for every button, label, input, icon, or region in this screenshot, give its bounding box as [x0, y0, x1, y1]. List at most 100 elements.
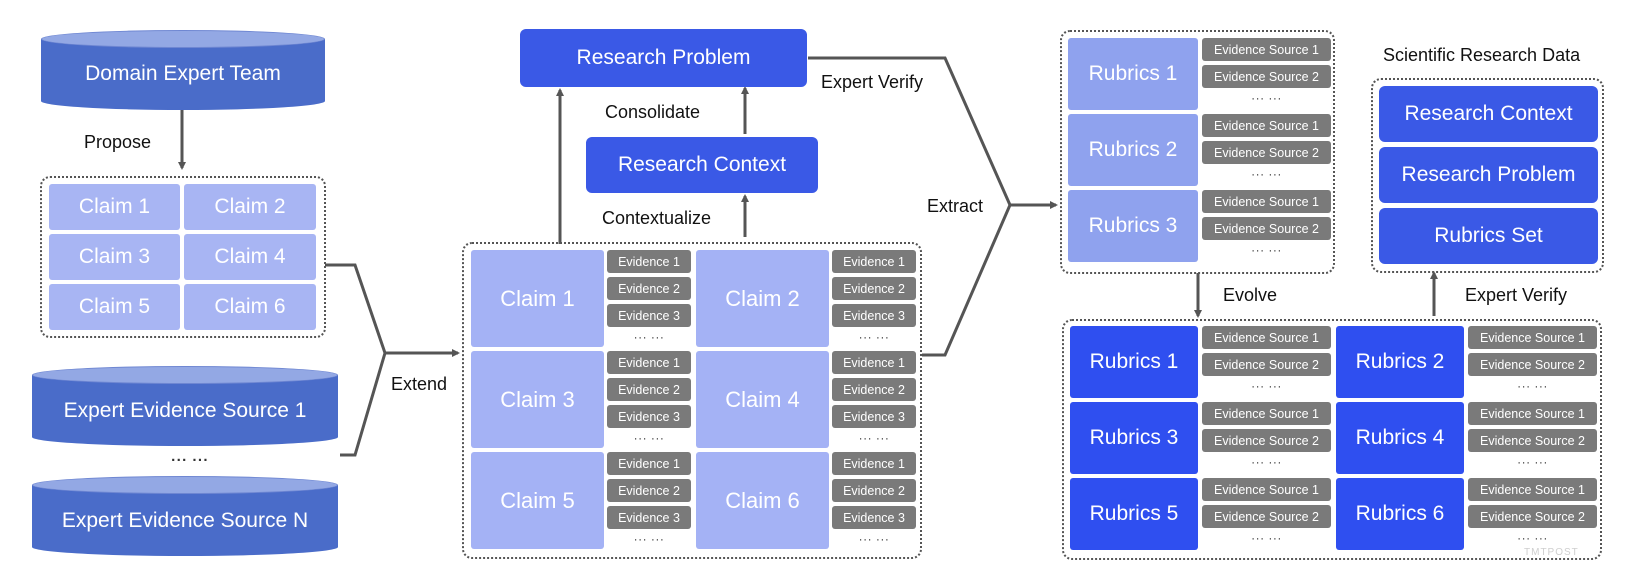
left-claim-5: Claim 5	[49, 284, 180, 330]
center-claim-6: Claim 6	[696, 452, 829, 549]
evidence-source-more: ··· ···	[1517, 455, 1548, 469]
contextualize-label: Contextualize	[602, 208, 712, 228]
center-claim-3: Claim 3	[471, 351, 604, 448]
evidence-source-chip: Evidence Source 1	[1468, 478, 1597, 501]
evidence-chip: Evidence 2	[832, 378, 916, 401]
evolve-label: Evolve	[1223, 285, 1278, 305]
evidence-source-chip: Evidence Source 2	[1202, 505, 1331, 528]
evidence-chip: Evidence 1	[607, 250, 691, 273]
domain-expert-team-db: Domain Expert Team	[41, 30, 325, 110]
dark-rubric-2: Rubrics 2	[1336, 326, 1464, 398]
left-claim-2: Claim 2	[184, 184, 316, 230]
watermark: TMTPOST	[1524, 547, 1579, 558]
dark-rubric-5: Rubrics 5	[1070, 478, 1198, 550]
dark-rubric-1: Rubrics 1	[1070, 326, 1198, 398]
evidence-source-chip: Evidence Source 2	[1468, 505, 1597, 528]
evidence-chip: Evidence 2	[607, 479, 691, 502]
evidence-source-chip: Evidence Source 1	[1468, 326, 1597, 349]
consolidate-label: Consolidate	[605, 102, 701, 122]
dark-rubric-6: Rubrics 6	[1336, 478, 1464, 550]
evidence-chip: Evidence 3	[832, 405, 916, 428]
evidence-chip: Evidence 2	[607, 378, 691, 401]
evidence-source-more: ··· ···	[1251, 455, 1282, 469]
center-claim-4: Claim 4	[696, 351, 829, 448]
evidence-source-more: ··· ···	[1251, 243, 1282, 257]
evidence-more: ··· ···	[633, 532, 665, 546]
final-rubrics-set: Rubrics Set	[1379, 208, 1598, 264]
evidence-source-chip: Evidence Source 1	[1202, 402, 1331, 425]
evidence-source-chip: Evidence Source 1	[1468, 402, 1597, 425]
evidence-chip: Evidence 3	[607, 405, 691, 428]
left-claims-box	[40, 176, 326, 338]
extend-label: Extend	[391, 374, 448, 394]
evidence-chip: Evidence 1	[607, 452, 691, 475]
evidence-source-chip: Evidence Source 2	[1202, 141, 1331, 164]
light-rubric-1: Rubrics 1	[1068, 38, 1198, 110]
evidence-more: ··· ···	[858, 431, 890, 445]
evidence-source-more: ··· ···	[1517, 531, 1548, 545]
light-rubrics-box	[1060, 30, 1335, 274]
dark-rubrics-box	[1062, 319, 1602, 560]
evidence-source-more: ··· ···	[1251, 531, 1282, 545]
expert-evidence-source-1-db: Expert Evidence Source 1	[32, 366, 338, 446]
evidence-more: ··· ···	[633, 431, 665, 445]
left-claim-6: Claim 6	[184, 284, 316, 330]
research-context-box: Research Context	[586, 137, 818, 193]
evidence-source-chip: Evidence Source 2	[1202, 217, 1331, 240]
expert-evidence-source-1-label: Expert Evidence Source 1	[63, 399, 307, 422]
scientific-data-box	[1371, 78, 1604, 273]
expert-evidence-source-n-db: Expert Evidence Source N	[32, 476, 338, 556]
evidence-source-more: ··· ···	[1251, 379, 1282, 393]
evidence-source-chip: Evidence Source 2	[1202, 65, 1331, 88]
evidence-chip: Evidence 3	[607, 304, 691, 327]
research-problem-box: Research Problem	[520, 29, 807, 87]
evidence-chip: Evidence 1	[832, 452, 916, 475]
sources-ellipsis: ··· ···	[171, 452, 209, 469]
evidence-source-chip: Evidence Source 1	[1202, 326, 1331, 349]
evidence-chip: Evidence 2	[607, 277, 691, 300]
evidence-source-chip: Evidence Source 2	[1202, 353, 1331, 376]
evidence-chip: Evidence 1	[832, 250, 916, 273]
expert-verify-label-2: Expert Verify	[1465, 285, 1568, 305]
dark-rubric-4: Rubrics 4	[1336, 402, 1464, 474]
evidence-source-more: ··· ···	[1251, 91, 1282, 105]
evidence-source-more: ··· ···	[1251, 167, 1282, 181]
evidence-more: ··· ···	[633, 330, 665, 344]
center-claim-5: Claim 5	[471, 452, 604, 549]
evidence-source-chip: Evidence Source 2	[1468, 429, 1597, 452]
extract-label: Extract	[927, 196, 984, 216]
final-research-context: Research Context	[1379, 86, 1598, 142]
evidence-source-chip: Evidence Source 1	[1202, 478, 1331, 501]
propose-label: Propose	[84, 132, 152, 152]
evidence-chip: Evidence 2	[832, 479, 916, 502]
left-claim-4: Claim 4	[184, 234, 316, 280]
dark-rubric-3: Rubrics 3	[1070, 402, 1198, 474]
evidence-source-chip: Evidence Source 1	[1202, 114, 1331, 137]
light-rubric-2: Rubrics 2	[1068, 114, 1198, 186]
expert-verify-label-1: Expert Verify	[821, 72, 924, 92]
evidence-more: ··· ···	[858, 532, 890, 546]
evidence-source-chip: Evidence Source 1	[1202, 190, 1331, 213]
evidence-source-more: ··· ···	[1517, 379, 1548, 393]
center-claims-box	[462, 242, 922, 559]
light-rubric-3: Rubrics 3	[1068, 190, 1198, 262]
evidence-chip: Evidence 3	[832, 506, 916, 529]
scientific-research-data-title: Scientific Research Data	[1383, 45, 1581, 65]
final-research-problem: Research Problem	[1379, 147, 1598, 203]
evidence-more: ··· ···	[858, 330, 890, 344]
expert-evidence-source-n-label: Expert Evidence Source N	[61, 509, 309, 532]
left-claim-1: Claim 1	[49, 184, 180, 230]
left-claim-3: Claim 3	[49, 234, 180, 280]
evidence-chip: Evidence 3	[832, 304, 916, 327]
evidence-chip: Evidence 1	[607, 351, 691, 374]
evidence-chip: Evidence 1	[832, 351, 916, 374]
evidence-source-chip: Evidence Source 2	[1202, 429, 1331, 452]
evidence-source-chip: Evidence Source 2	[1468, 353, 1597, 376]
evidence-source-chip: Evidence Source 1	[1202, 38, 1331, 61]
center-claim-2: Claim 2	[696, 250, 829, 347]
center-claim-1: Claim 1	[471, 250, 604, 347]
evidence-chip: Evidence 3	[607, 506, 691, 529]
domain-expert-team-label: Domain Expert Team	[85, 62, 281, 85]
evidence-chip: Evidence 2	[832, 277, 916, 300]
